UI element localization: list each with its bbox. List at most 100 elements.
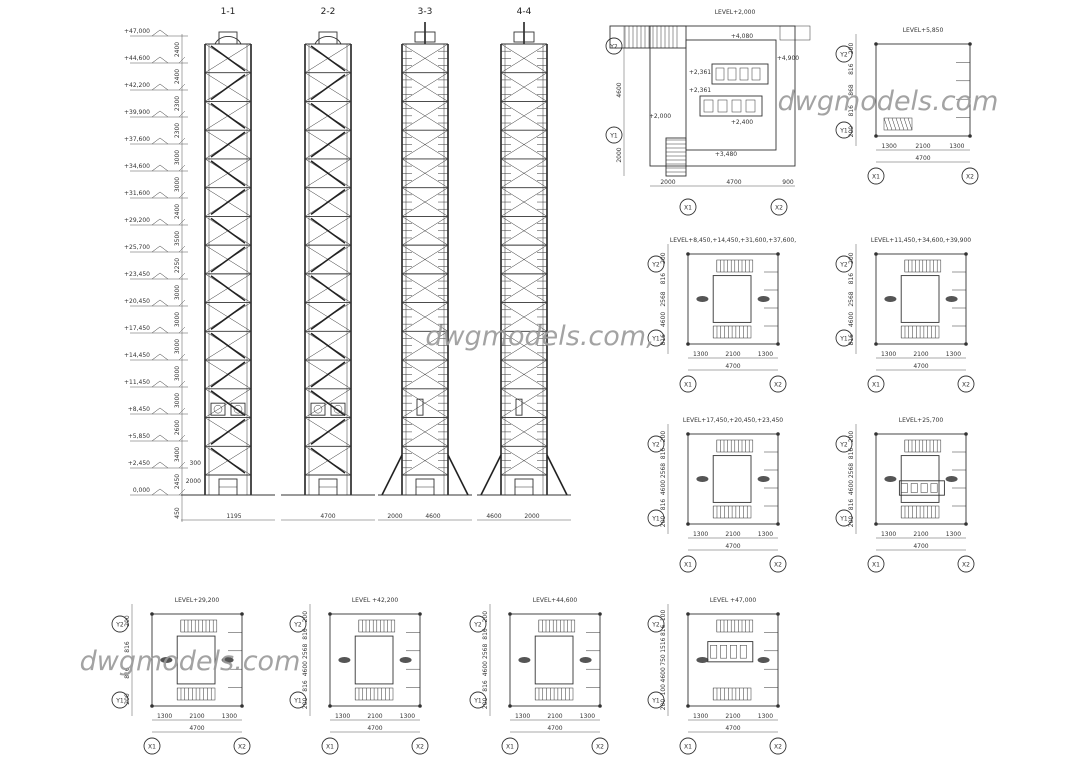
plan-dimension: 2100 bbox=[189, 713, 204, 720]
grid-bubble bbox=[501, 737, 519, 755]
plan-dimension: 1300 bbox=[758, 713, 773, 720]
level-label: 0,000 bbox=[133, 487, 150, 494]
floor-hatch bbox=[579, 657, 592, 663]
stair-tread bbox=[883, 117, 889, 131]
bracing bbox=[500, 446, 548, 476]
plan-title: LEVEL+25,700 bbox=[899, 417, 944, 424]
grid-bubble bbox=[289, 691, 307, 709]
plan-column bbox=[776, 612, 780, 616]
floor-hatch bbox=[757, 476, 770, 482]
dimension-tick bbox=[178, 191, 186, 199]
machine-part bbox=[731, 99, 742, 113]
stair-flight bbox=[210, 361, 246, 388]
stair-tread bbox=[903, 117, 909, 131]
level-marker bbox=[159, 218, 169, 226]
plan-dimension: 2100 bbox=[913, 531, 928, 538]
floor-hatch bbox=[884, 476, 897, 482]
spacing-label: 2400 bbox=[174, 42, 181, 57]
plan-column bbox=[874, 134, 878, 138]
dimension-tick bbox=[178, 164, 186, 172]
plan-column bbox=[418, 704, 422, 708]
level-marker bbox=[151, 299, 161, 307]
machine-block bbox=[699, 95, 763, 117]
bracing bbox=[500, 216, 548, 246]
level-marker bbox=[159, 488, 169, 496]
plan-dimension: 750 bbox=[660, 654, 667, 666]
level-marker bbox=[159, 245, 169, 253]
plan-dimension: 1516 bbox=[660, 637, 667, 652]
floor-hatch bbox=[945, 476, 958, 482]
grid-bubble bbox=[233, 737, 251, 755]
bracing bbox=[401, 331, 449, 361]
bracing bbox=[401, 129, 449, 160]
plan-dimension: 4600 bbox=[660, 312, 667, 327]
plan-dimension: 2100 bbox=[725, 351, 740, 358]
machine-part bbox=[930, 483, 938, 493]
machine-part bbox=[717, 99, 728, 113]
grid-bubble bbox=[957, 555, 975, 573]
plan-total-dimension: 4700 bbox=[367, 725, 382, 732]
level-marker bbox=[159, 29, 169, 37]
spacing-label: 3400 bbox=[174, 447, 181, 462]
plan-column bbox=[150, 704, 154, 708]
plan-column bbox=[418, 612, 422, 616]
plan-dimension: 4600 bbox=[848, 480, 855, 495]
level-label: +44,600 bbox=[124, 55, 150, 62]
spacing-label: 3000 bbox=[174, 366, 181, 381]
stair-flight bbox=[310, 447, 346, 474]
plan-outline bbox=[509, 613, 601, 707]
floor-hatch bbox=[696, 296, 709, 302]
level-marker bbox=[159, 164, 169, 172]
level-marker bbox=[151, 191, 161, 199]
plan-column bbox=[508, 612, 512, 616]
watermark-text: dwgmodels.com, bbox=[425, 321, 654, 352]
main-plan-platform bbox=[609, 25, 687, 49]
elevation-mark: +4,900 bbox=[777, 55, 799, 62]
grid-bubble-label: X1 bbox=[148, 744, 156, 751]
level-marker bbox=[159, 326, 169, 334]
plan-dimension: 2568 bbox=[482, 644, 489, 659]
dimension-tick bbox=[178, 461, 186, 469]
bracing bbox=[500, 187, 548, 217]
plan-dimension: 2568 bbox=[302, 644, 309, 659]
floor-plan: LEVEL +42,20020081625684600816200Y2Y1130… bbox=[289, 597, 429, 755]
spacing-label: 3000 bbox=[174, 393, 181, 408]
plan-dimension: 816 bbox=[482, 680, 489, 692]
plan-outline bbox=[875, 43, 971, 137]
grid-bubble-label: X2 bbox=[238, 744, 246, 751]
stair-flight bbox=[210, 390, 246, 417]
floor-hatch bbox=[945, 296, 958, 302]
plan-dimension: 4600 bbox=[482, 661, 489, 676]
spacing-label: 3000 bbox=[174, 339, 181, 354]
dimension-tick bbox=[178, 488, 186, 496]
plan-opening bbox=[534, 635, 574, 685]
stair-flight bbox=[310, 361, 346, 388]
plan-title: LEVEL+17,450,+20,450,+23,450 bbox=[683, 417, 783, 424]
grid-bubble-label: Y2 bbox=[609, 44, 618, 51]
stair-flight bbox=[310, 275, 346, 302]
grid-bubble bbox=[411, 737, 429, 755]
section-dimension: 4600 bbox=[486, 513, 501, 520]
bracing bbox=[401, 273, 449, 303]
dimension-tick bbox=[178, 299, 186, 307]
bracing bbox=[500, 417, 548, 447]
machine-part bbox=[745, 99, 756, 113]
grid-bubble-label: X2 bbox=[966, 174, 974, 181]
grid-bubble-label: X1 bbox=[684, 562, 692, 569]
plan-dimension: 200 bbox=[660, 431, 667, 443]
level-label: +47,000 bbox=[124, 28, 150, 35]
plan-dimension: 2100 bbox=[547, 713, 562, 720]
grid-bubble bbox=[679, 375, 697, 393]
level-marker bbox=[151, 272, 161, 280]
plan-outline bbox=[329, 613, 421, 707]
grid-bubble bbox=[321, 737, 339, 755]
plan-column bbox=[686, 342, 690, 346]
plan-column bbox=[968, 42, 972, 46]
bracing bbox=[500, 388, 548, 418]
plan-column bbox=[328, 612, 332, 616]
grid-bubble-label: X2 bbox=[774, 562, 782, 569]
level-label: +8,450 bbox=[128, 406, 150, 413]
plan-total-dimension: 4700 bbox=[915, 155, 930, 162]
